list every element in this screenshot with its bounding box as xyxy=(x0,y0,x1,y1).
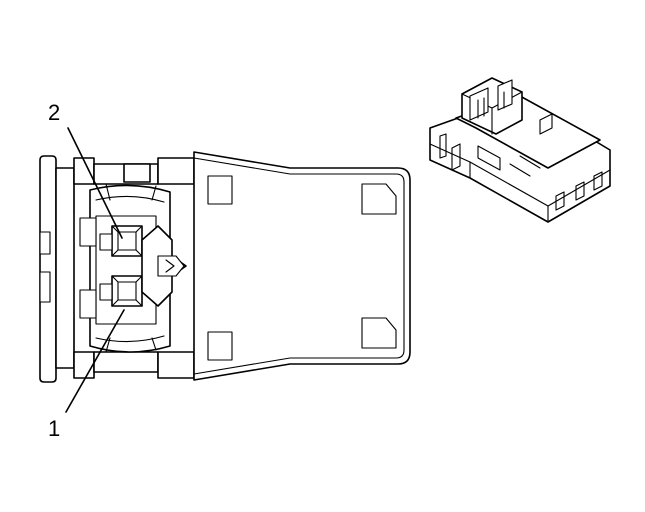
callout-1: 1 xyxy=(48,416,60,441)
polarizing-key xyxy=(141,225,187,307)
left-end-plate xyxy=(39,155,57,383)
leader-line-2 xyxy=(67,127,123,239)
connector-isometric-view xyxy=(429,77,611,223)
middle-strip xyxy=(55,167,75,369)
callout-leaders xyxy=(65,127,125,413)
latch-housing xyxy=(193,151,411,381)
callout-2: 2 xyxy=(48,100,60,125)
leader-line-1 xyxy=(65,309,125,413)
lower-tabs xyxy=(73,351,195,379)
upper-tabs xyxy=(73,157,195,185)
connector-face-view xyxy=(39,151,411,383)
